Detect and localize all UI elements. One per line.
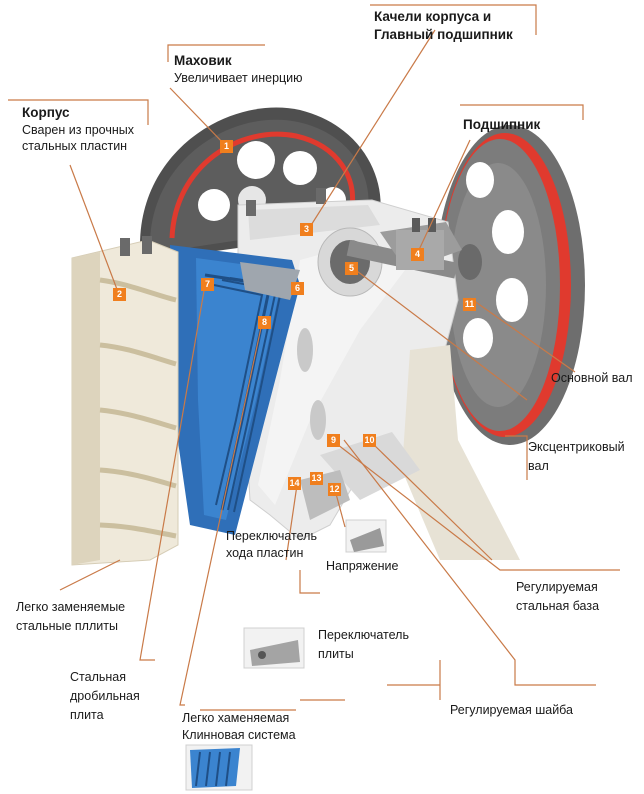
adjust-base-1: Регулируемая bbox=[516, 580, 598, 594]
marker-3: 3 bbox=[300, 223, 313, 236]
housing-shelves bbox=[71, 236, 179, 566]
housing-desc-2: стальных пластин bbox=[22, 139, 128, 153]
housing-label: Корпус Сварен из прочных стальных пласти… bbox=[22, 104, 134, 154]
plate-switch-2: плиты bbox=[318, 647, 354, 661]
eccentric-1: Эксцентриковый bbox=[528, 440, 625, 454]
swing-bearing-label: Качели корпуса и Главный подшипник bbox=[374, 8, 513, 44]
bearing-label: Подшипник bbox=[463, 116, 540, 134]
swing-title-2: Главный подшипник bbox=[374, 27, 513, 42]
eccentric-2: вал bbox=[528, 459, 549, 473]
inset-wedge-system bbox=[185, 744, 253, 791]
wedge-system-label: Легко хаменяемая Клинновая система bbox=[182, 710, 296, 744]
tension-label: Напряжение bbox=[326, 559, 399, 573]
crush-plate-1: Стальная bbox=[70, 670, 126, 684]
adjust-base-2: стальная база bbox=[516, 599, 600, 613]
marker-9: 9 bbox=[327, 434, 340, 447]
plate-switch-label: Переключатель плиты bbox=[318, 626, 409, 664]
housing-desc-1: Сварен из прочных bbox=[22, 123, 134, 137]
replace-plates-label: Легко заменяемые стальные пллиты bbox=[16, 598, 125, 636]
inset-plate-switch bbox=[243, 627, 305, 669]
marker-1: 1 bbox=[220, 140, 233, 153]
flywheel-desc: Увеличивает инерцию bbox=[174, 71, 303, 85]
swing-title-1: Качели корпуса и bbox=[374, 9, 492, 24]
eccentric-shaft-label: Эксцентриковый вал bbox=[528, 438, 625, 476]
inset-toggle-plate bbox=[345, 519, 387, 553]
right-flywheel bbox=[435, 125, 585, 445]
replace-plates-1: Легко заменяемые bbox=[16, 600, 126, 614]
marker-4: 4 bbox=[411, 248, 424, 261]
wedge-1: Легко хаменяемая bbox=[182, 711, 290, 725]
flywheel-title: Маховик bbox=[174, 53, 232, 68]
marker-13: 13 bbox=[310, 472, 323, 485]
plate-switch-1: Переключатель bbox=[318, 628, 409, 642]
marker-8: 8 bbox=[258, 316, 271, 329]
marker-7: 7 bbox=[201, 278, 214, 291]
leader-lines bbox=[8, 4, 620, 711]
housing-title: Корпус bbox=[22, 105, 70, 120]
adjust-base-label: Регулируемая стальная база bbox=[516, 578, 599, 616]
wedge-2: Клинновая система bbox=[182, 728, 296, 742]
machine-illustration bbox=[71, 107, 585, 566]
crush-plate-3: плита bbox=[70, 708, 104, 722]
crush-plate-label: Стальная дробильная плита bbox=[70, 668, 140, 725]
marker-14: 14 bbox=[288, 477, 301, 490]
marker-2: 2 bbox=[113, 288, 126, 301]
marker-5: 5 bbox=[345, 262, 358, 275]
toggle-switch-2: хода пластин bbox=[226, 546, 304, 560]
bearing-title: Подшипник bbox=[463, 117, 541, 132]
toggle-switch-label: Переключатель хода пластин bbox=[226, 528, 317, 562]
toggle-switch-1: Переключатель bbox=[226, 529, 317, 543]
marker-6: 6 bbox=[291, 282, 304, 295]
main-shaft-label: Основной вал bbox=[551, 371, 633, 385]
replace-plates-2: стальные пллиты bbox=[16, 619, 118, 633]
flywheel-label: Маховик Увеличивает инерцию bbox=[174, 52, 303, 86]
crush-plate-2: дробильная bbox=[70, 689, 140, 703]
adjust-washer-label: Регулируемая шайба bbox=[450, 703, 573, 717]
marker-12: 12 bbox=[328, 483, 341, 496]
marker-10: 10 bbox=[363, 434, 376, 447]
marker-11: 11 bbox=[463, 298, 476, 311]
